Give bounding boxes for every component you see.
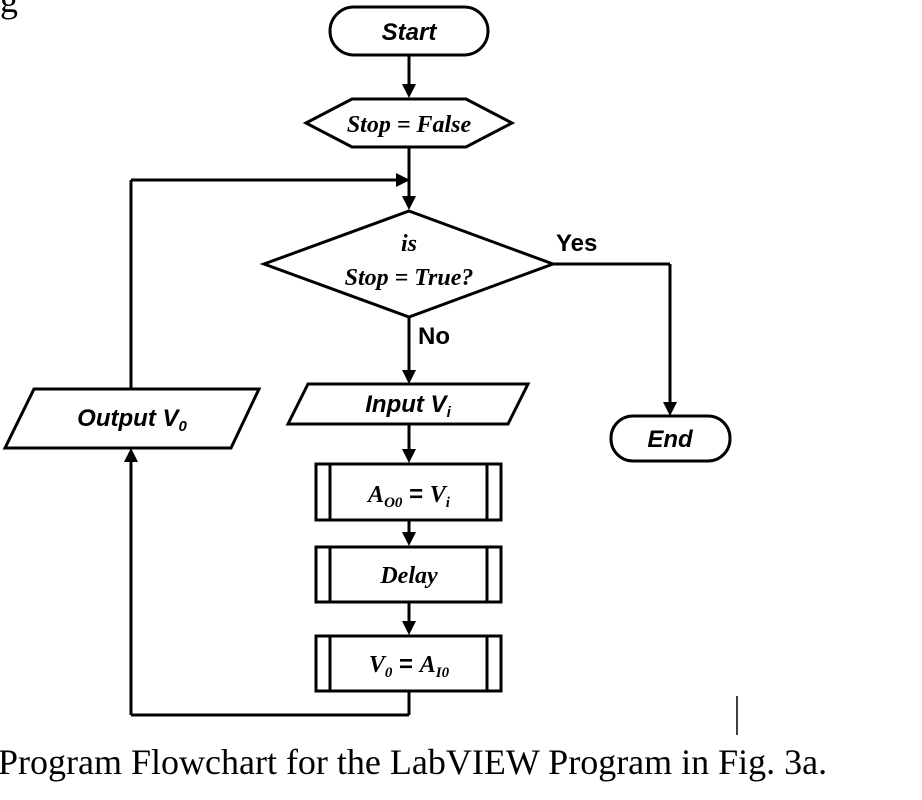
- process-v0-assign: V0 = AI0: [314, 634, 503, 693]
- process-ao0-assign: AO0 = Vi: [314, 462, 503, 522]
- connector-init-decision: [402, 147, 416, 210]
- init-label: Stop = False: [347, 112, 472, 138]
- ao0-label-right: V: [430, 482, 448, 508]
- no-label: No: [418, 323, 450, 350]
- figure-caption: Program Flowchart for the LabVIEW Progra…: [0, 742, 827, 782]
- input-label-main: Input V: [365, 391, 448, 418]
- decision-label-line1: is: [401, 231, 417, 257]
- decision-label-line2: Stop = True?: [345, 265, 474, 291]
- end-label: End: [647, 426, 694, 453]
- v0-label-left-sub: 0: [385, 665, 393, 681]
- yes-label: Yes: [556, 230, 597, 257]
- no-branch-connector: No: [402, 317, 450, 384]
- decision-diamond: is Stop = True?: [259, 209, 558, 319]
- input-label-sub: i: [447, 404, 452, 421]
- connector-start-init: [402, 55, 416, 98]
- v0-label-right: A: [418, 652, 436, 678]
- v0-label-right-sub: I0: [435, 665, 450, 681]
- output-label-sub: 0: [178, 418, 187, 435]
- end-terminal: End: [609, 414, 732, 463]
- process-delay: Delay: [314, 545, 503, 604]
- start-label: Start: [382, 19, 438, 46]
- v0-label-eq: =: [392, 651, 419, 678]
- connector-ao0-delay: [402, 520, 416, 546]
- connector-input-ao0: [402, 424, 416, 463]
- start-terminal: Start: [328, 5, 490, 57]
- delay-label: Delay: [379, 563, 438, 589]
- input-parallelogram: Input Vi: [285, 382, 531, 426]
- ao0-label-left: A: [366, 482, 384, 508]
- output-parallelogram: Output V0: [2, 387, 262, 450]
- ao0-label-right-sub: i: [446, 495, 451, 511]
- connector-delay-v0: [402, 602, 416, 635]
- connector-v0-output: [124, 448, 411, 717]
- input-label: Input Vi: [365, 391, 451, 421]
- ao0-label-left-sub: O0: [384, 495, 403, 511]
- ao0-label-eq: =: [402, 481, 429, 508]
- caption-fragment-top: g: [0, 0, 18, 20]
- v0-assign-label: V0 = AI0: [369, 651, 450, 681]
- yes-branch-connector: Yes: [553, 230, 677, 416]
- output-label-main: Output V: [77, 405, 180, 432]
- output-label: Output V0: [77, 405, 187, 435]
- v0-label-left: V: [369, 652, 387, 678]
- ao0-assign-label: AO0 = Vi: [366, 481, 451, 511]
- init-hexagon: Stop = False: [302, 97, 516, 149]
- loop-back-connector: [129, 173, 410, 389]
